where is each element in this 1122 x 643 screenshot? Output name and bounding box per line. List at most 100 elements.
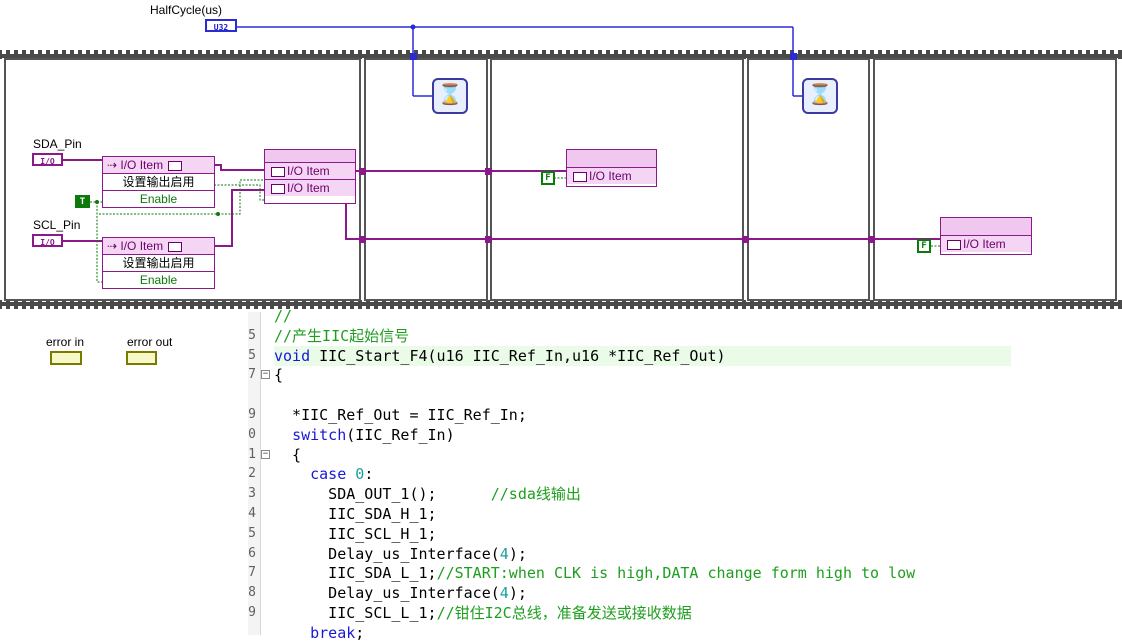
io-write-node-scl[interactable]: I/O Item [940, 217, 1032, 255]
line-number: 5 [248, 347, 256, 363]
code-token: ); [508, 584, 527, 603]
code-token [346, 465, 355, 483]
false-constant[interactable]: F [541, 171, 555, 185]
error-in-terminal[interactable] [50, 351, 82, 365]
sequence-frame-1[interactable] [4, 58, 361, 301]
code-text: case 0: [274, 464, 373, 484]
property-node-ref-row[interactable]: ⇢ I/O Item [103, 157, 214, 174]
hourglass-wait-icon[interactable]: ⌛ [432, 78, 468, 114]
code-text: { [274, 365, 283, 385]
code-text: IIC_SDA_H_1; [274, 504, 436, 524]
line-number: 9 [248, 605, 256, 620]
code-token: //sda线输出 [490, 485, 581, 504]
code-token: 4 [499, 544, 509, 563]
property-node-ref-row[interactable]: ⇢ I/O Item [103, 238, 214, 255]
set-output-enable-property[interactable]: 设置输出启用 [103, 174, 214, 191]
diagram-wires [0, 24, 1122, 309]
enable-property[interactable]: Enable [103, 191, 214, 207]
node-header [941, 218, 1031, 236]
code-token: //START:when CLK is high,DATA change for… [436, 564, 916, 583]
ref-icon [947, 239, 961, 250]
io-item-label: I/O Item [120, 239, 164, 253]
set-output-enable-property[interactable]: 设置输出启用 [103, 255, 214, 272]
line-number: 8 [248, 585, 256, 601]
io-item-row-sda[interactable]: I/O Item [265, 163, 355, 180]
code-line[interactable]: 9 *IIC_Ref_Out = IIC_Ref_In; [248, 405, 1122, 425]
sequence-frame-2[interactable] [364, 58, 488, 301]
code-token: IIC_SCL_L_1; [274, 604, 437, 622]
io-item-label: I/O Item [287, 164, 330, 178]
line-number-gutter [248, 312, 261, 635]
code-line[interactable] [248, 385, 1122, 405]
io-write-node-1[interactable]: I/O Item I/O Item [264, 149, 356, 204]
scl-pin-terminal[interactable]: I/O [32, 234, 63, 247]
code-token: (IIC_Ref_In) [346, 425, 455, 444]
code-text: // [274, 306, 292, 326]
sequence-frame-3[interactable] [490, 58, 744, 301]
ref-icon [271, 166, 285, 177]
io-item-row[interactable]: I/O Item [567, 168, 656, 184]
sequence-frame-bottom[interactable] [0, 300, 1122, 309]
fold-toggle-icon[interactable]: − [261, 448, 270, 459]
hourglass-wait-icon[interactable]: ⌛ [802, 78, 838, 114]
code-token: Delay_us_Interface( [274, 544, 500, 563]
sda-pin-terminal[interactable]: I/O [32, 153, 63, 166]
line-number: 7 [248, 565, 256, 581]
code-line[interactable]: 1− { [248, 445, 1122, 465]
code-text: Delay_us_Interface(4); [274, 544, 527, 564]
code-token: //钳住I2C总线，准备发送或接收数据 [436, 604, 692, 622]
code-token: : [364, 465, 374, 484]
code-token: ); [508, 544, 527, 563]
code-token: SDA_OUT_1(); [274, 485, 491, 504]
code-line[interactable]: // [248, 306, 1122, 326]
code-token: IIC_Start_F4(u16 IIC_Ref_In,u16 *IIC_Ref… [310, 346, 726, 365]
code-line[interactable]: 4 IIC_SDA_H_1; [248, 504, 1122, 524]
line-number: 4 [248, 506, 256, 521]
io-write-node-sda[interactable]: I/O Item [566, 149, 657, 187]
code-line[interactable]: 8 Delay_us_Interface(4); [248, 583, 1122, 603]
line-number: 6 [248, 545, 256, 561]
fold-toggle-icon[interactable]: − [261, 369, 270, 380]
code-text: //产生IIC起始信号 [274, 326, 409, 346]
code-token: { [274, 366, 284, 385]
code-line[interactable]: break; [248, 623, 1122, 643]
code-line[interactable]: 7−{ [248, 365, 1122, 385]
scl-property-node[interactable]: ⇢ I/O Item 设置输出启用 Enable [102, 237, 215, 289]
code-token: Delay_us_Interface( [274, 584, 500, 603]
sda-property-node[interactable]: ⇢ I/O Item 设置输出启用 Enable [102, 156, 215, 208]
half-cycle-terminal[interactable]: U32 [205, 19, 237, 32]
line-number: 7 [248, 367, 256, 383]
code-text: IIC_SCL_H_1; [274, 524, 437, 544]
code-line[interactable]: 5 void IIC_Start_F4(u16 IIC_Ref_In,u16 *I… [248, 345, 1011, 366]
code-token: switch [292, 425, 347, 444]
code-line[interactable]: 5 IIC_SCL_H_1; [248, 524, 1122, 544]
code-line[interactable]: 7 IIC_SDA_L_1;//START:when CLK is high,D… [248, 563, 1122, 583]
code-token: void [274, 346, 311, 365]
sequence-frame-top[interactable] [0, 50, 1122, 59]
true-constant[interactable]: T [75, 195, 90, 208]
sequence-frame-5[interactable] [873, 58, 1117, 301]
code-token: 0 [355, 465, 365, 484]
code-line[interactable]: 9 IIC_SCL_L_1;//钳住I2C总线，准备发送或接收数据 [248, 603, 1122, 623]
line-number: 1 [248, 446, 256, 462]
code-line[interactable]: 0 switch(IIC_Ref_In) [248, 425, 1122, 445]
code-line[interactable]: 2 case 0: [248, 464, 1122, 484]
code-line[interactable]: 6 Delay_us_Interface(4); [248, 544, 1122, 564]
code-text: { [274, 445, 301, 465]
error-in-label: error in [46, 335, 85, 349]
code-line[interactable]: 5//产生IIC起始信号 [248, 326, 1122, 346]
error-out-terminal[interactable] [126, 351, 157, 365]
code-line[interactable]: 3 SDA_OUT_1(); //sda线输出 [248, 484, 1122, 504]
io-item-label: I/O Item [120, 158, 164, 172]
io-item-row[interactable]: I/O Item [941, 236, 1031, 252]
node-header [567, 150, 656, 168]
code-token: IIC_SCL_H_1; [274, 524, 437, 543]
code-token: 4 [499, 584, 509, 603]
code-text: void IIC_Start_F4(u16 IIC_Ref_In,u16 *II… [274, 346, 726, 366]
io-item-row-scl[interactable]: I/O Item [265, 180, 355, 196]
sequence-frame-4[interactable] [747, 58, 870, 301]
ref-icon [168, 160, 183, 171]
enable-property[interactable]: Enable [103, 272, 214, 288]
false-constant[interactable]: F [917, 239, 931, 253]
